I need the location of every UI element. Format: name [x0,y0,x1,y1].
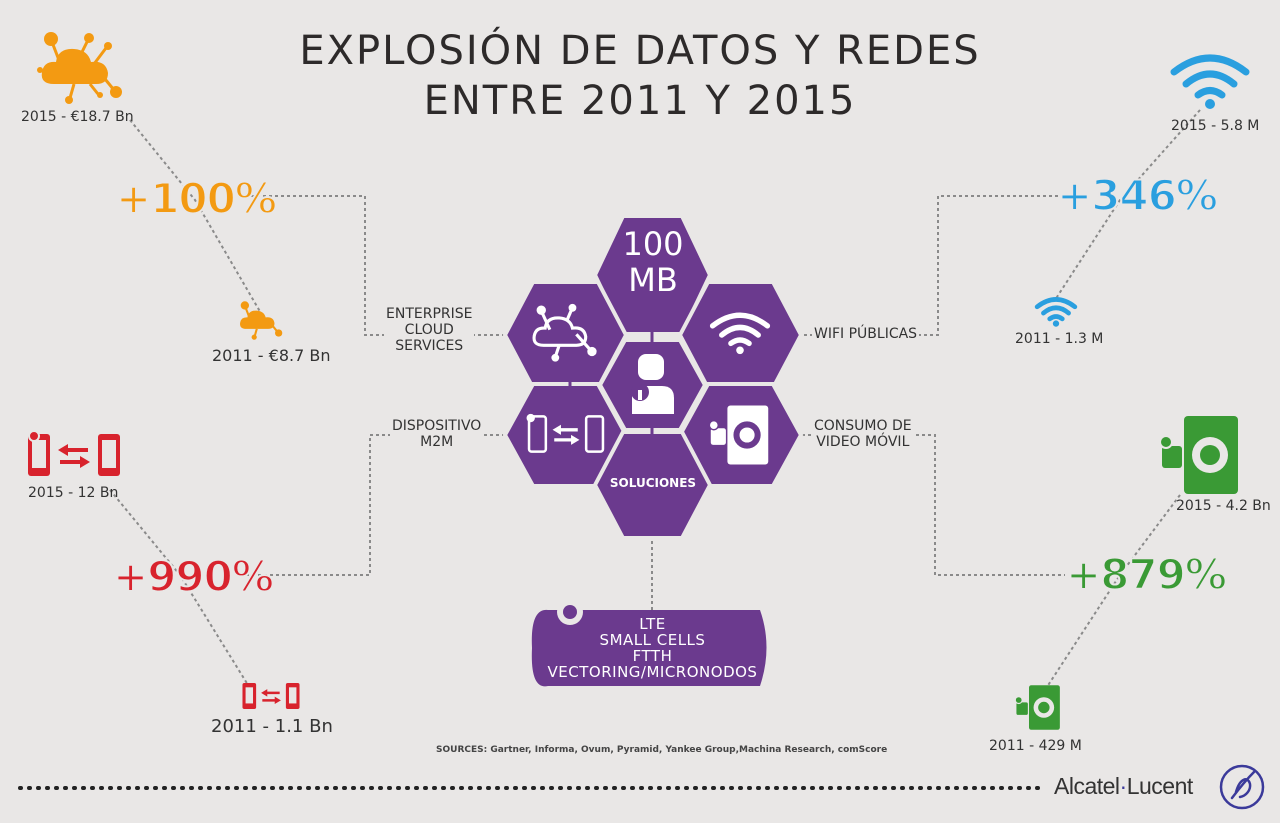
video-2011-label: 2011 - 429 M [989,738,1082,754]
hex-100mb-line-2: MB [628,261,678,299]
m2m-2015-label: 2015 - 12 Bn [28,485,119,501]
video-connector-line-2: VIDEO MÓVIL [816,434,910,450]
wifi-small-icon [1034,297,1078,327]
video-camera-icon [1159,416,1238,494]
video-connector-label: CONSUMO DE VIDEO MÓVIL [812,418,914,450]
m2m-phones-icon [28,430,120,476]
cloud-small-icon [240,301,283,340]
logo-part-2: Lucent [1126,773,1194,799]
video-small-icon [1014,685,1060,730]
logo-part-1: Alcatel [1054,773,1120,799]
hex-soluciones-label: SOLUCIONES [609,476,697,490]
hex-100mb-label: 100 MB [603,226,703,298]
wifi-connector-line-1: WIFI PÚBLICAS [814,326,918,342]
cloud-2015-label: 2015 - €18.7 Bn [21,109,134,125]
title-line-1: EXPLOSIÓN DE DATOS Y REDES [299,28,981,74]
tech-item-3: FTTH [632,647,673,665]
page-title: EXPLOSIÓN DE DATOS Y REDES ENTRE 2011 Y … [240,26,1040,126]
m2m-connector-line-2: M2M [420,434,454,450]
alcatel-lucent-logo: Alcatel·Lucent [1054,773,1193,800]
wifi-2011-label: 2011 - 1.3 M [1015,331,1104,347]
cloud-connector-line-3: SERVICES [395,338,464,354]
video-growth-percent: +879% [1065,550,1228,599]
technology-pill [531,599,767,687]
hexagon-cluster [502,214,804,540]
hex-wifi-icon [709,312,771,355]
technology-list: LTE SMALL CELLS FTTH VECTORING/MICRONODO… [540,616,765,680]
tech-item-4: VECTORING/MICRONODOS [547,663,758,681]
wifi-2015-label: 2015 - 5.8 M [1171,118,1260,134]
logo-dot: · [1119,773,1128,799]
cloud-icon [37,32,122,104]
logo-icon [1219,764,1265,810]
sources-note: SOURCES: Gartner, Informa, Ovum, Pyramid… [436,745,888,755]
wifi-connector-label: WIFI PÚBLICAS [812,326,920,342]
wifi-icon [1170,54,1250,109]
m2m-connector-label: DISPOSITIVO M2M [390,418,484,450]
tech-item-2: SMALL CELLS [599,631,706,649]
hex-video-icon [708,405,769,465]
m2m-growth-percent: +990% [112,552,275,601]
m2m-2011-label: 2011 - 1.1 Bn [211,716,333,737]
video-connector-line-1: CONSUMO DE [814,418,912,434]
hex-soluciones [592,430,713,540]
cloud-connector-line-2: CLOUD [404,322,454,338]
m2m-small-icon [242,682,300,710]
cloud-2011-label: 2011 - €8.7 Bn [212,346,331,365]
cloud-growth-percent: +100% [115,174,278,223]
m2m-connector-line-1: DISPOSITIVO [392,418,482,434]
video-2015-label: 2015 - 4.2 Bn [1176,498,1271,514]
tech-item-1: LTE [639,615,666,633]
hex-cloud-icon [532,303,597,362]
cloud-connector-label: ENTERPRISE CLOUD SERVICES [384,306,475,354]
user-icon [631,354,674,414]
cloud-connector-line-1: ENTERPRISE [386,306,473,322]
hex-m2m-icon [526,413,605,453]
hex-100mb-line-1: 100 [622,225,684,263]
wifi-growth-percent: +346% [1056,171,1219,220]
title-line-2: ENTRE 2011 Y 2015 [423,78,857,124]
